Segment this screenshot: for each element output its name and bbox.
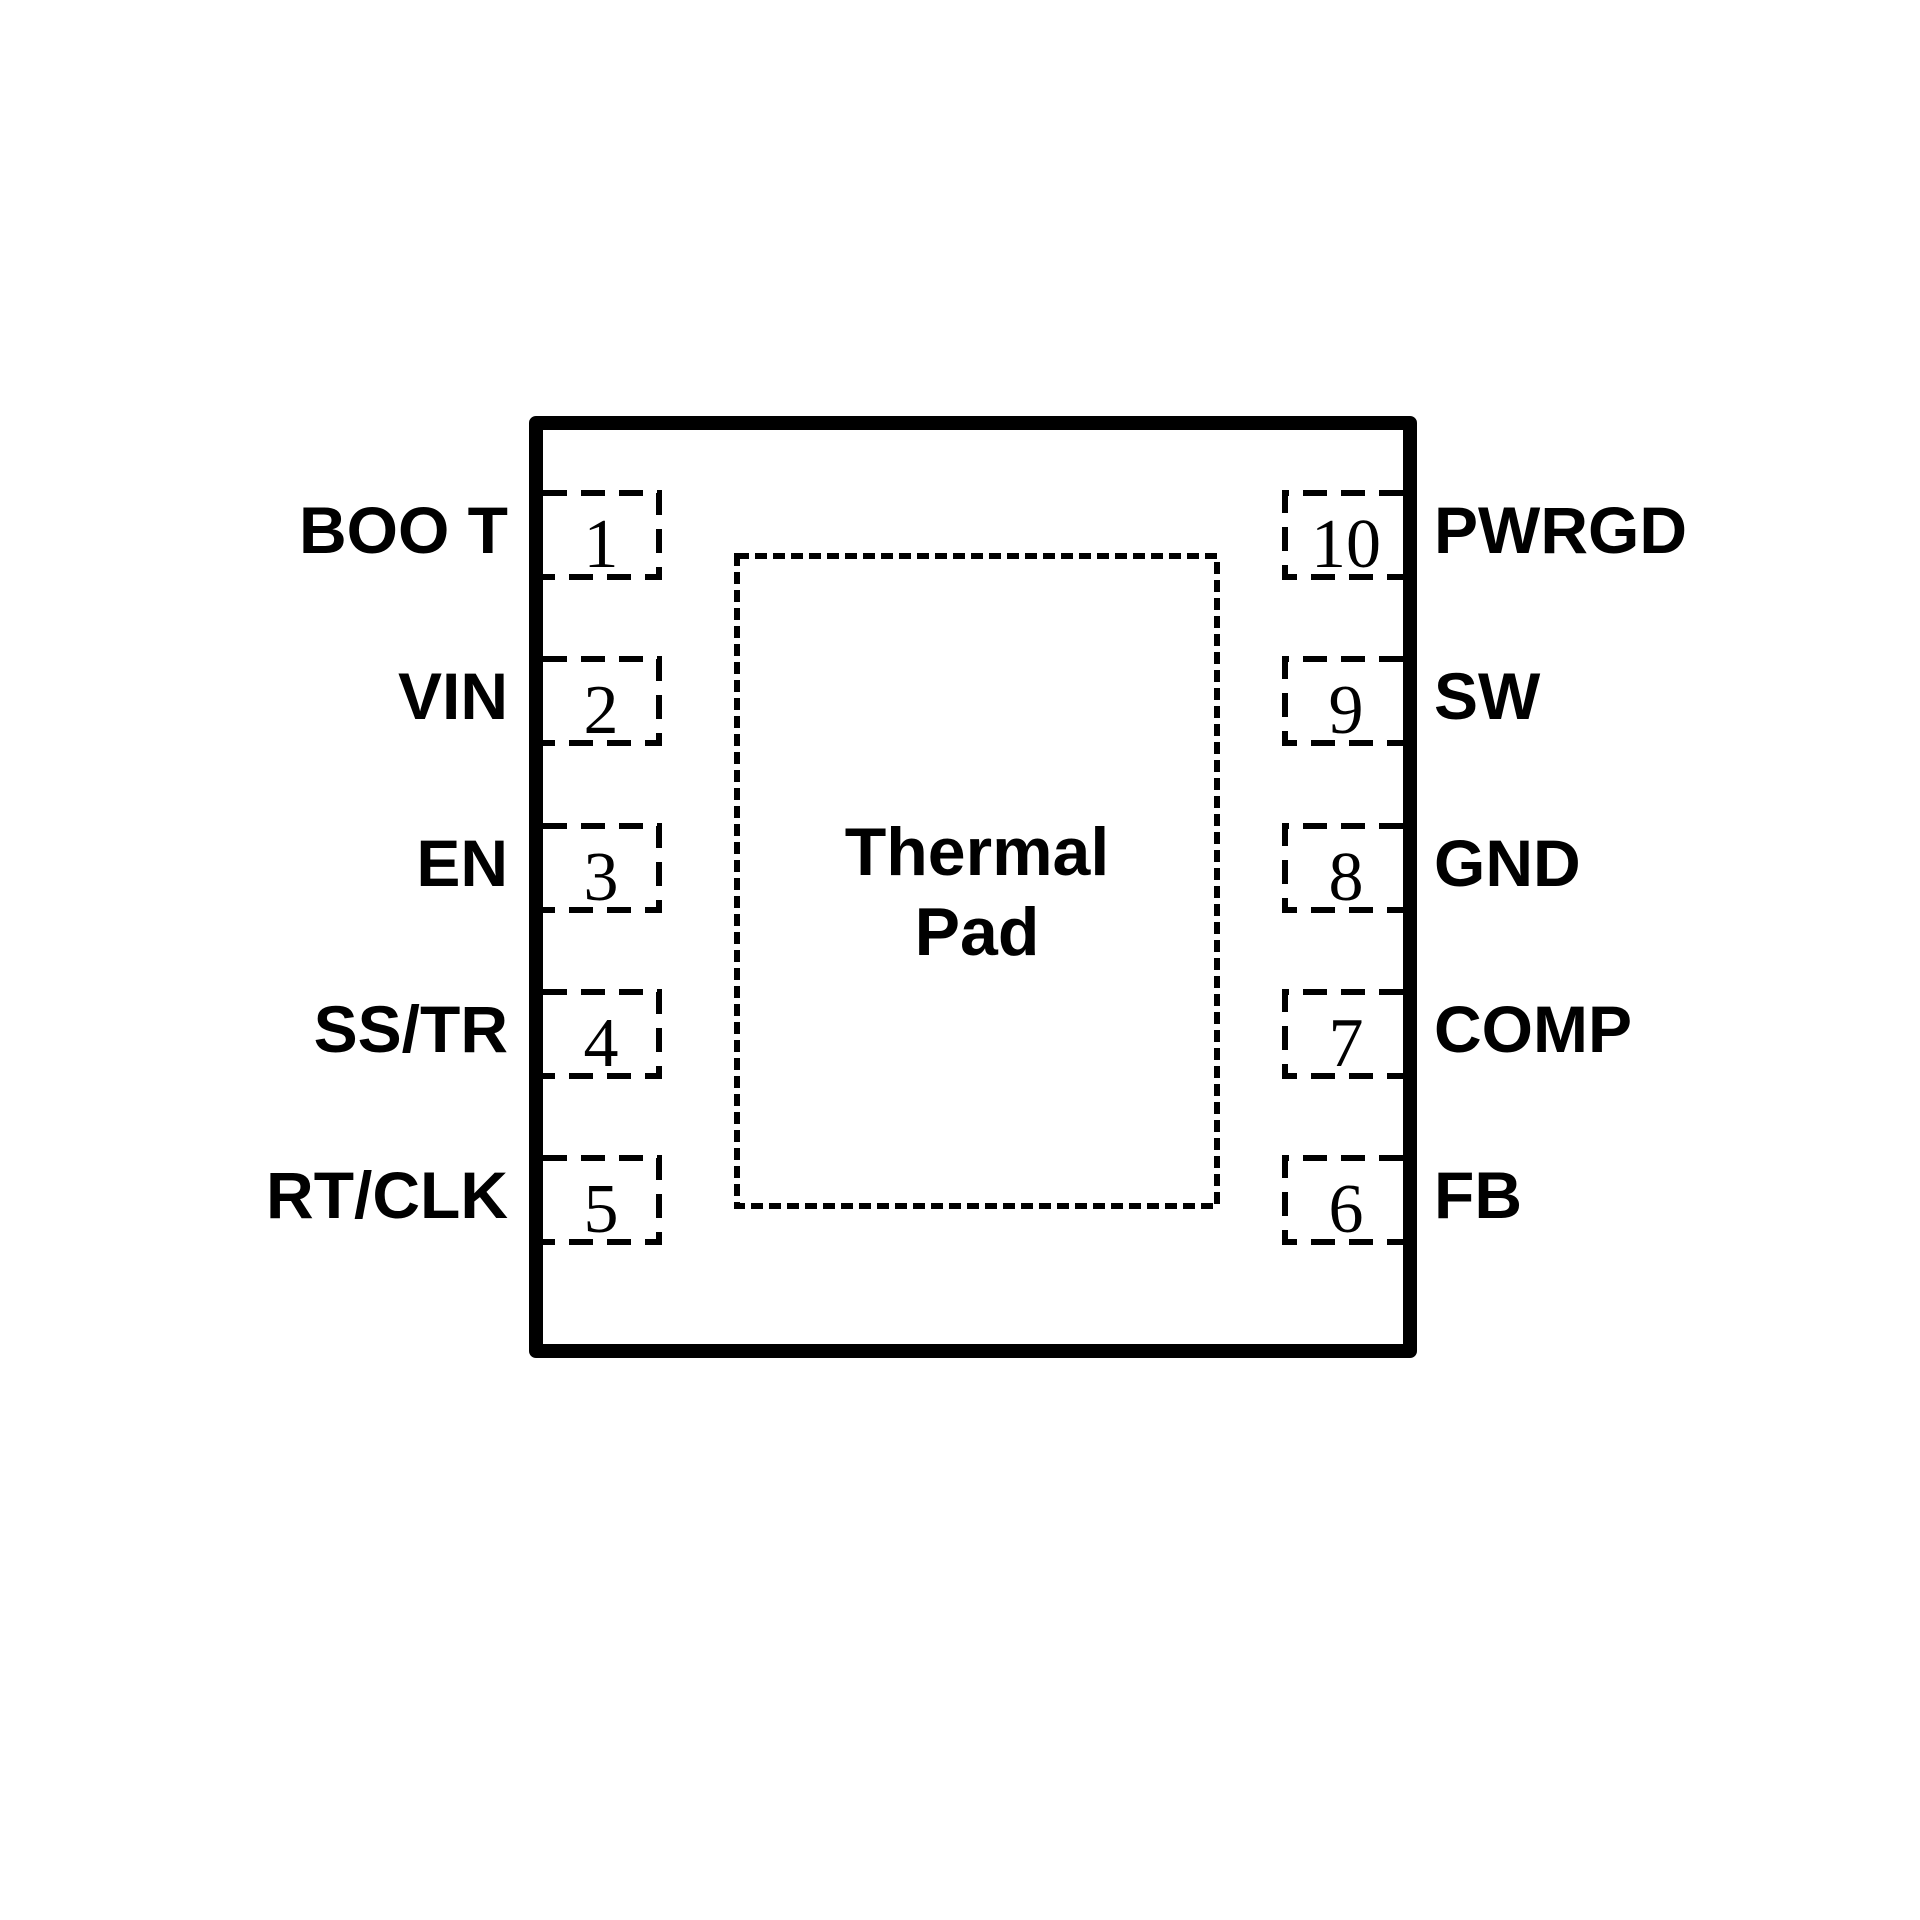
pin-pad-outline [1282, 1155, 1403, 1245]
pin-1: 1 BOO T [299, 490, 662, 583]
pin-name-label: EN [416, 826, 508, 900]
pin-name-label: BOO T [299, 493, 508, 567]
pin-pad-outline [543, 823, 662, 913]
pin-name-label: RT/CLK [266, 1158, 508, 1232]
pin-number: 1 [584, 506, 619, 583]
pin-10: 10 PWRGD [1282, 490, 1687, 583]
pin-3: 3 EN [416, 823, 662, 916]
pin-number: 2 [584, 672, 619, 749]
pin-name-label: VIN [398, 659, 508, 733]
package-outline [529, 416, 1417, 1358]
pin-2: 2 VIN [398, 656, 662, 749]
thermal-pad-label-line1: Thermal [845, 814, 1110, 890]
pin-name-label: SW [1434, 659, 1541, 733]
pin-number: 4 [584, 1005, 619, 1082]
left-pin-group: 1 BOO T 2 VIN 3 EN 4 SS/TR 5 RT/CLK [266, 490, 662, 1248]
pin-number: 5 [584, 1171, 619, 1248]
pin-9: 9 SW [1282, 656, 1541, 749]
pin-name-label: PWRGD [1434, 493, 1687, 567]
pin-number: 3 [584, 839, 619, 916]
pin-number: 7 [1329, 1005, 1364, 1082]
pin-number: 9 [1329, 672, 1364, 749]
pin-pad-outline [1282, 989, 1403, 1079]
pin-6: 6 FB [1282, 1155, 1522, 1248]
thermal-pad-outline [734, 553, 1220, 1209]
pin-8: 8 GND [1282, 823, 1581, 916]
pin-pad-outline [543, 989, 662, 1079]
pin-name-label: SS/TR [314, 992, 508, 1066]
pin-name-label: COMP [1434, 992, 1632, 1066]
pin-4: 4 SS/TR [314, 989, 662, 1082]
thermal-pad-label-line2: Pad [915, 894, 1040, 970]
pin-name-label: GND [1434, 826, 1581, 900]
right-pin-group: 10 PWRGD 9 SW 8 GND 7 COMP 6 FB [1282, 490, 1687, 1248]
pin-pad-outline [543, 490, 662, 580]
pin-pad-outline [1282, 823, 1403, 913]
pin-7: 7 COMP [1282, 989, 1632, 1082]
pin-pad-outline [543, 656, 662, 746]
pin-number: 10 [1311, 506, 1381, 583]
pin-pad-outline [1282, 490, 1403, 580]
pin-pad-outline [543, 1155, 662, 1245]
pin-name-label: FB [1434, 1158, 1522, 1232]
pin-number: 8 [1329, 839, 1364, 916]
pin-pad-outline [1282, 656, 1403, 746]
pin-number: 6 [1329, 1171, 1364, 1248]
pin-5: 5 RT/CLK [266, 1155, 662, 1248]
